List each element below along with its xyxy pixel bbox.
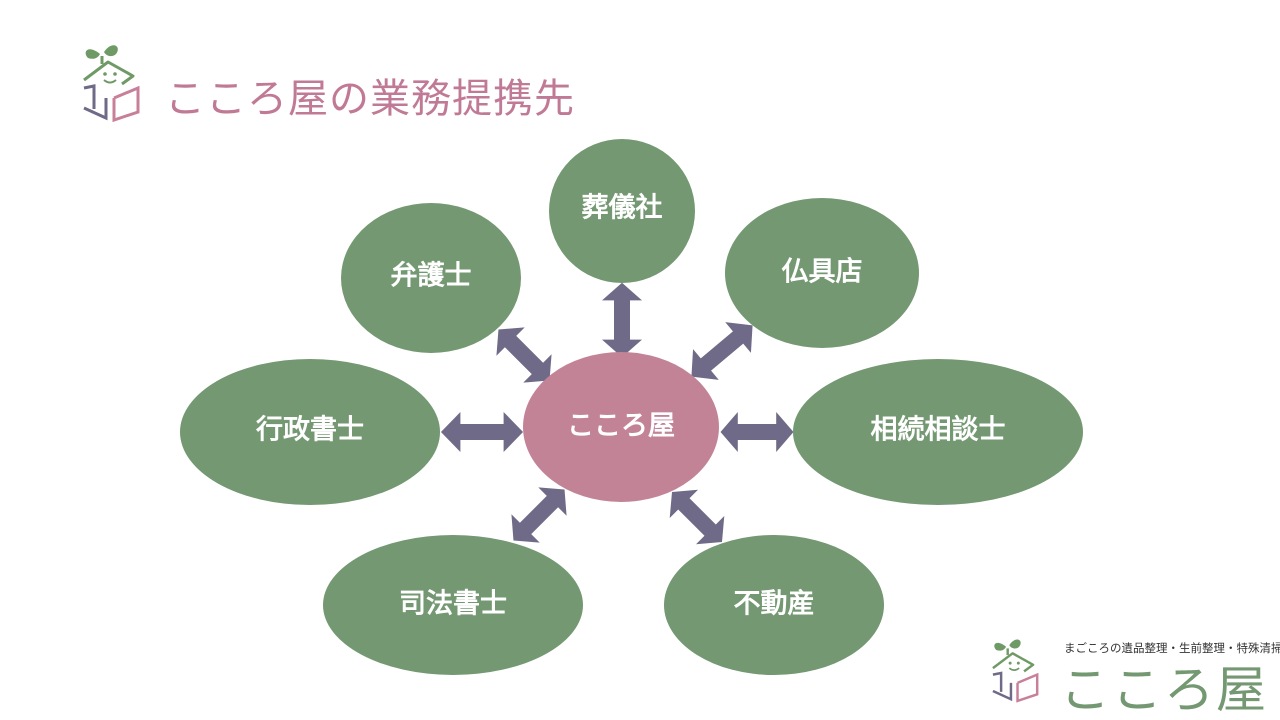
node-admin-scrivener: 行政書士 <box>180 359 440 505</box>
node-judicial-scrivener: 司法書士 <box>323 535 583 675</box>
svg-text:不動産: 不動産 <box>734 588 815 620</box>
footer-tagline: まごころの遺品整理・生前整理・特殊清掃 <box>1064 641 1280 655</box>
footer-brand-name: こころ屋 <box>1060 661 1268 719</box>
kokoroya-footer-logo-icon <box>991 638 1039 703</box>
svg-text:弁護士: 弁護士 <box>391 260 472 292</box>
arrow-admin-scrivener <box>440 412 524 452</box>
kokoroya-logo-icon <box>82 43 140 122</box>
node-funeral: 葬儀社 <box>549 139 695 283</box>
svg-text:司法書士: 司法書士 <box>399 589 507 620</box>
page-title: こころ屋の業務提携先 <box>165 76 575 122</box>
svg-text:葬儀社: 葬儀社 <box>582 192 663 224</box>
node-real-estate: 不動産 <box>664 535 884 675</box>
svg-text:こころ屋: こころ屋 <box>567 411 675 442</box>
arrow-funeral <box>602 282 642 358</box>
svg-text:仏具店: 仏具店 <box>782 257 863 288</box>
arrow-inheritance <box>720 412 794 452</box>
node-inheritance: 相続相談士 <box>793 359 1083 505</box>
svg-text:相続相談士: 相続相談士 <box>871 414 1006 446</box>
node-lawyer: 弁護士 <box>341 203 521 353</box>
svg-text:行政書士: 行政書士 <box>255 414 364 446</box>
node-buddhist-store: 仏具店 <box>725 198 919 348</box>
node-center: こころ屋 <box>523 352 719 502</box>
